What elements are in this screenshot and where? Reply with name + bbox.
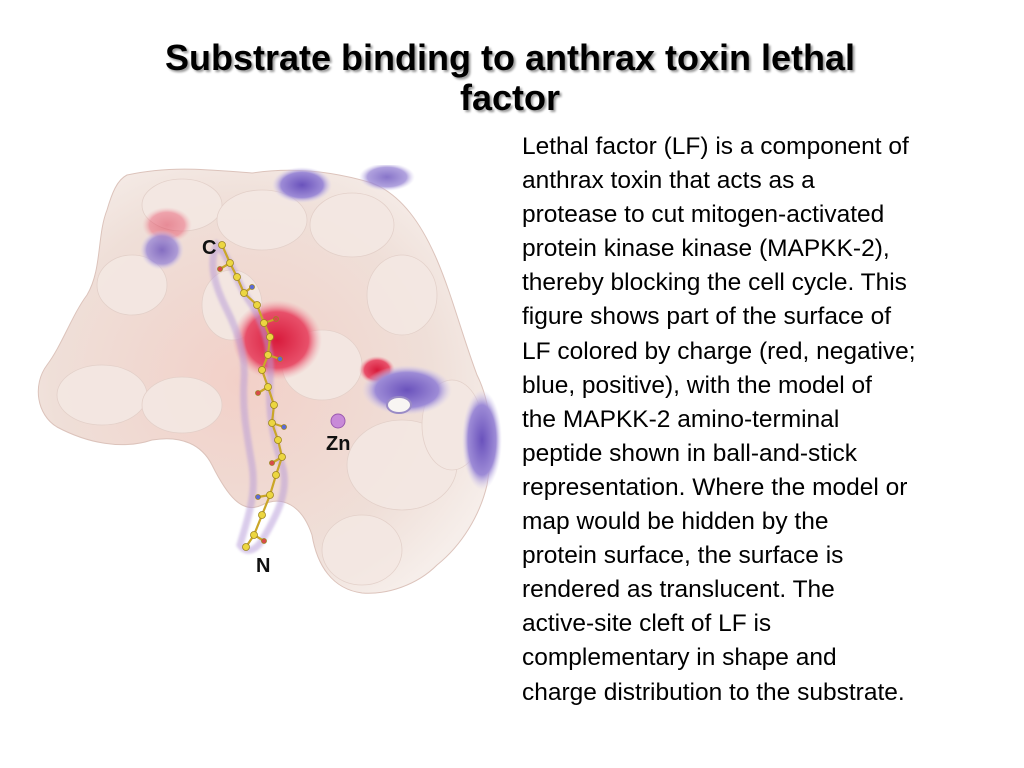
protein-surface-image [37,165,502,594]
n-terminus-label: N [256,555,271,577]
positive-patch-edge [462,390,502,490]
body-text: Lethal factor (LF) is a component of ant… [522,130,992,710]
body-line: protein kinase kinase (MAPKK-2), [522,235,890,263]
body-line: map would be hidden by the [522,508,829,536]
body-line: representation. Where the model or [522,473,908,501]
body-line: protein surface, the surface is [522,542,844,570]
active-site-pocket [386,396,412,414]
body-line: blue, positive), with the model of [522,371,872,399]
positive-patch-top [272,167,332,203]
positive-patch-left [140,230,184,270]
body-line: figure shows part of the surface of [522,303,892,331]
body-line: LF colored by charge (red, negative; [522,337,916,365]
surface-lobes [56,178,483,586]
body-line: rendered as translucent. The [522,576,835,604]
peptide-atoms [217,241,287,551]
body-line: anthrax toxin that acts as a [522,167,815,195]
negative-patch-large [232,300,322,380]
positive-patch-right [362,365,452,415]
c-terminus-label: C [202,237,217,259]
body-line: peptide shown in ball-and-stick [522,439,858,467]
body-line: Lethal factor (LF) is a component of [522,133,909,160]
title-line-1: Substrate binding to anthrax toxin letha… [164,37,856,78]
zinc-label: Zn [326,433,351,455]
title-line-2: factor [459,77,561,118]
slide-title: Substrate binding to anthrax toxin letha… [110,38,910,118]
body-line: complementary in shape and [522,644,837,672]
body-line: thereby blocking the cell cycle. This [522,269,907,297]
protein-surface-figure: C Zn N [32,165,512,605]
zinc-atom [330,413,346,429]
body-line: charge distribution to the substrate. [522,678,905,706]
positive-patch-topright [359,165,415,191]
body-line: protease to cut mitogen-activated [522,201,885,229]
body-line: the MAPKK-2 amino-terminal [522,405,840,433]
peptide-mesh [209,239,288,554]
body-line: active-site cleft of LF is [522,610,772,638]
